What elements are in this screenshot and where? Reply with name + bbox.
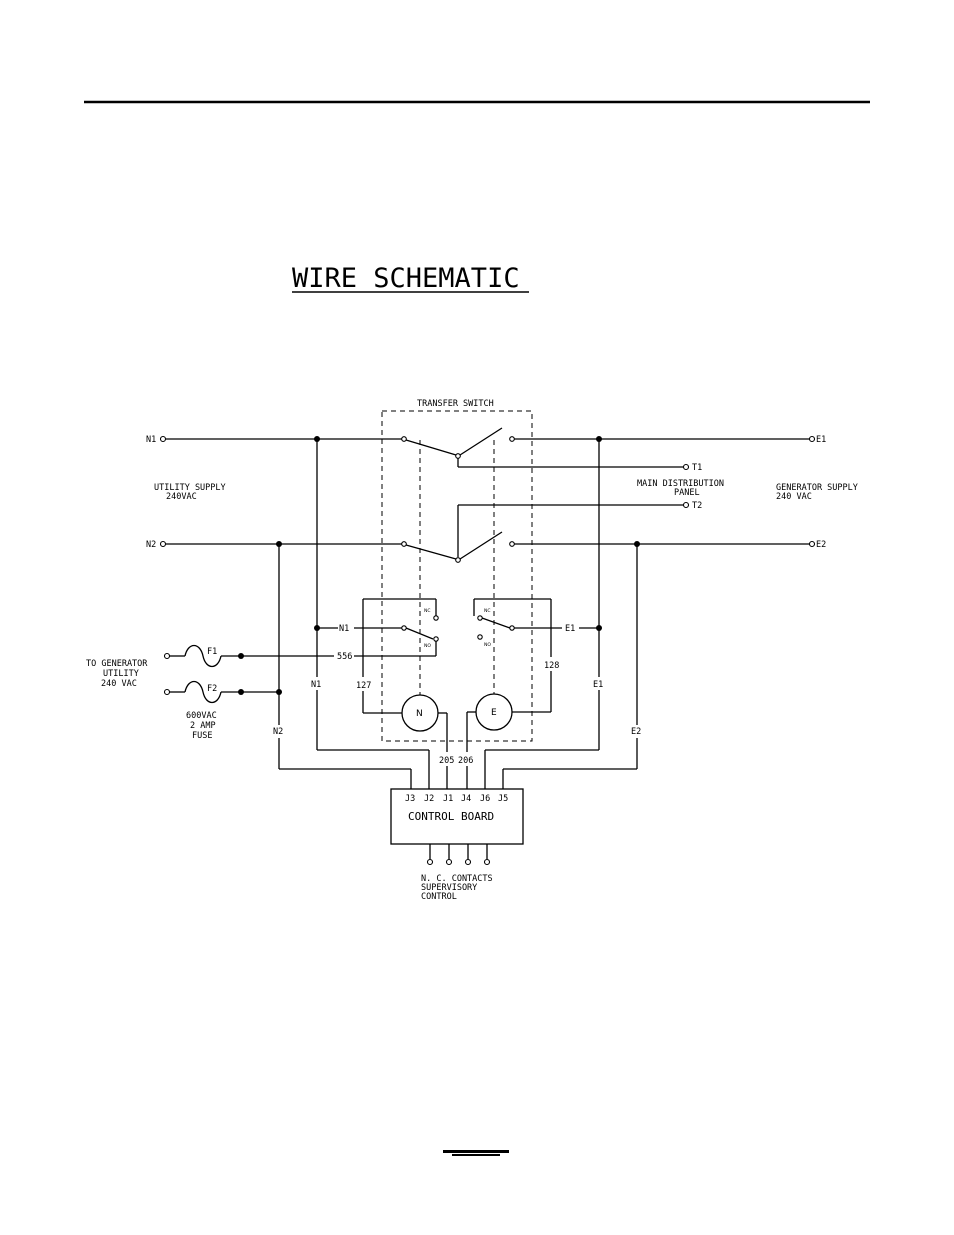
n2-switch-contact	[402, 542, 407, 547]
n1-switch-contact	[402, 437, 407, 442]
n-aux-nc-contact	[434, 616, 438, 620]
e2-terminal	[810, 542, 815, 547]
switch-blade-bottom-right	[460, 532, 502, 559]
motor-n-label: N	[416, 709, 423, 719]
n2-fuse-junction	[276, 689, 282, 695]
e2-switch-contact	[510, 542, 515, 547]
n-aux-no-contact	[434, 637, 438, 641]
pin-j4: J4	[461, 794, 471, 804]
fuse-note-line3: FUSE	[192, 731, 212, 741]
e1-switch-contact	[510, 437, 515, 442]
nc-terminal-3	[466, 860, 471, 865]
e-aux-no-label: NO	[484, 642, 491, 648]
t2-label: T2	[692, 501, 702, 511]
f1-junction	[238, 653, 244, 659]
n1-terminal	[161, 437, 166, 442]
fuse-note-line2: 2 AMP	[190, 721, 216, 731]
e2-wire-tag: E2	[631, 727, 641, 737]
f2-terminal	[165, 690, 170, 695]
t1-label: T1	[692, 463, 702, 473]
to-generator-line1: TO GENERATOR	[86, 659, 148, 669]
e-aux-no-contact	[478, 635, 482, 639]
footer-mark-lower	[452, 1154, 500, 1156]
t2-pivot	[456, 558, 461, 563]
n-aux-no-label: NO	[424, 643, 431, 649]
e2-label: E2	[816, 540, 826, 550]
e1-aux-junction	[596, 625, 602, 631]
nc-terminal-1	[428, 860, 433, 865]
transfer-switch-label: TRANSFER SWITCH	[417, 399, 494, 409]
generator-supply-line2: 240 VAC	[776, 492, 812, 502]
f1-label: F1	[207, 647, 217, 657]
utility-supply-line2: 240VAC	[166, 492, 197, 502]
e-aux-nc-contact	[478, 616, 482, 620]
switch-blade-top-right	[460, 428, 502, 455]
n2-wire-tag: N2	[273, 727, 283, 737]
pin-j6: J6	[480, 794, 490, 804]
f2-label: F2	[207, 684, 217, 694]
n1-label: N1	[146, 435, 156, 445]
wire-128-label: 128	[544, 661, 559, 671]
e1-aux-label: E1	[565, 624, 575, 634]
footer-mark	[443, 1150, 509, 1153]
e1-terminal	[810, 437, 815, 442]
switch-blade-bottom-left	[406, 545, 456, 559]
t2-terminal	[684, 503, 689, 508]
n1-aux-junction	[314, 625, 320, 631]
wire-127-label: 127	[356, 681, 371, 691]
nc-contacts-line3: CONTROL	[421, 892, 457, 902]
e1-label: E1	[816, 435, 826, 445]
page-title: WIRE SCHEMATIC	[292, 263, 520, 294]
n-aux-nc-label: NC	[424, 608, 431, 614]
e-aux-common	[510, 626, 514, 630]
e1-wire-tag: E1	[593, 680, 603, 690]
motor-e-label: E	[491, 708, 497, 718]
n1-wire-tag: N1	[311, 680, 321, 690]
wire-556-label: 556	[337, 652, 352, 662]
pin-j3: J3	[405, 794, 415, 804]
nc-terminal-2	[447, 860, 452, 865]
f2-junction	[238, 689, 244, 695]
pin-j5: J5	[498, 794, 508, 804]
n2-label: N2	[146, 540, 156, 550]
wire-205-label: 205	[439, 756, 454, 766]
e-aux-blade	[482, 618, 510, 628]
pin-j1: J1	[443, 794, 453, 804]
wire-206-label: 206	[458, 756, 473, 766]
f1-terminal	[165, 654, 170, 659]
t1-terminal	[684, 465, 689, 470]
fuse-note-line1: 600VAC	[186, 711, 217, 721]
transfer-switch-enclosure	[382, 411, 532, 741]
to-generator-line2: UTILITY	[103, 669, 139, 679]
to-generator-line3: 240 VAC	[101, 679, 137, 689]
e-aux-nc-label: NC	[484, 608, 491, 614]
control-board-label: CONTROL BOARD	[408, 810, 494, 823]
n-aux-common	[402, 626, 406, 630]
t1-pivot	[456, 454, 461, 459]
switch-blade-top-left	[406, 440, 456, 455]
n2-terminal	[161, 542, 166, 547]
n1-aux-label: N1	[339, 624, 349, 634]
main-panel-line2: PANEL	[674, 488, 700, 498]
nc-terminal-4	[485, 860, 490, 865]
pin-j2: J2	[424, 794, 434, 804]
